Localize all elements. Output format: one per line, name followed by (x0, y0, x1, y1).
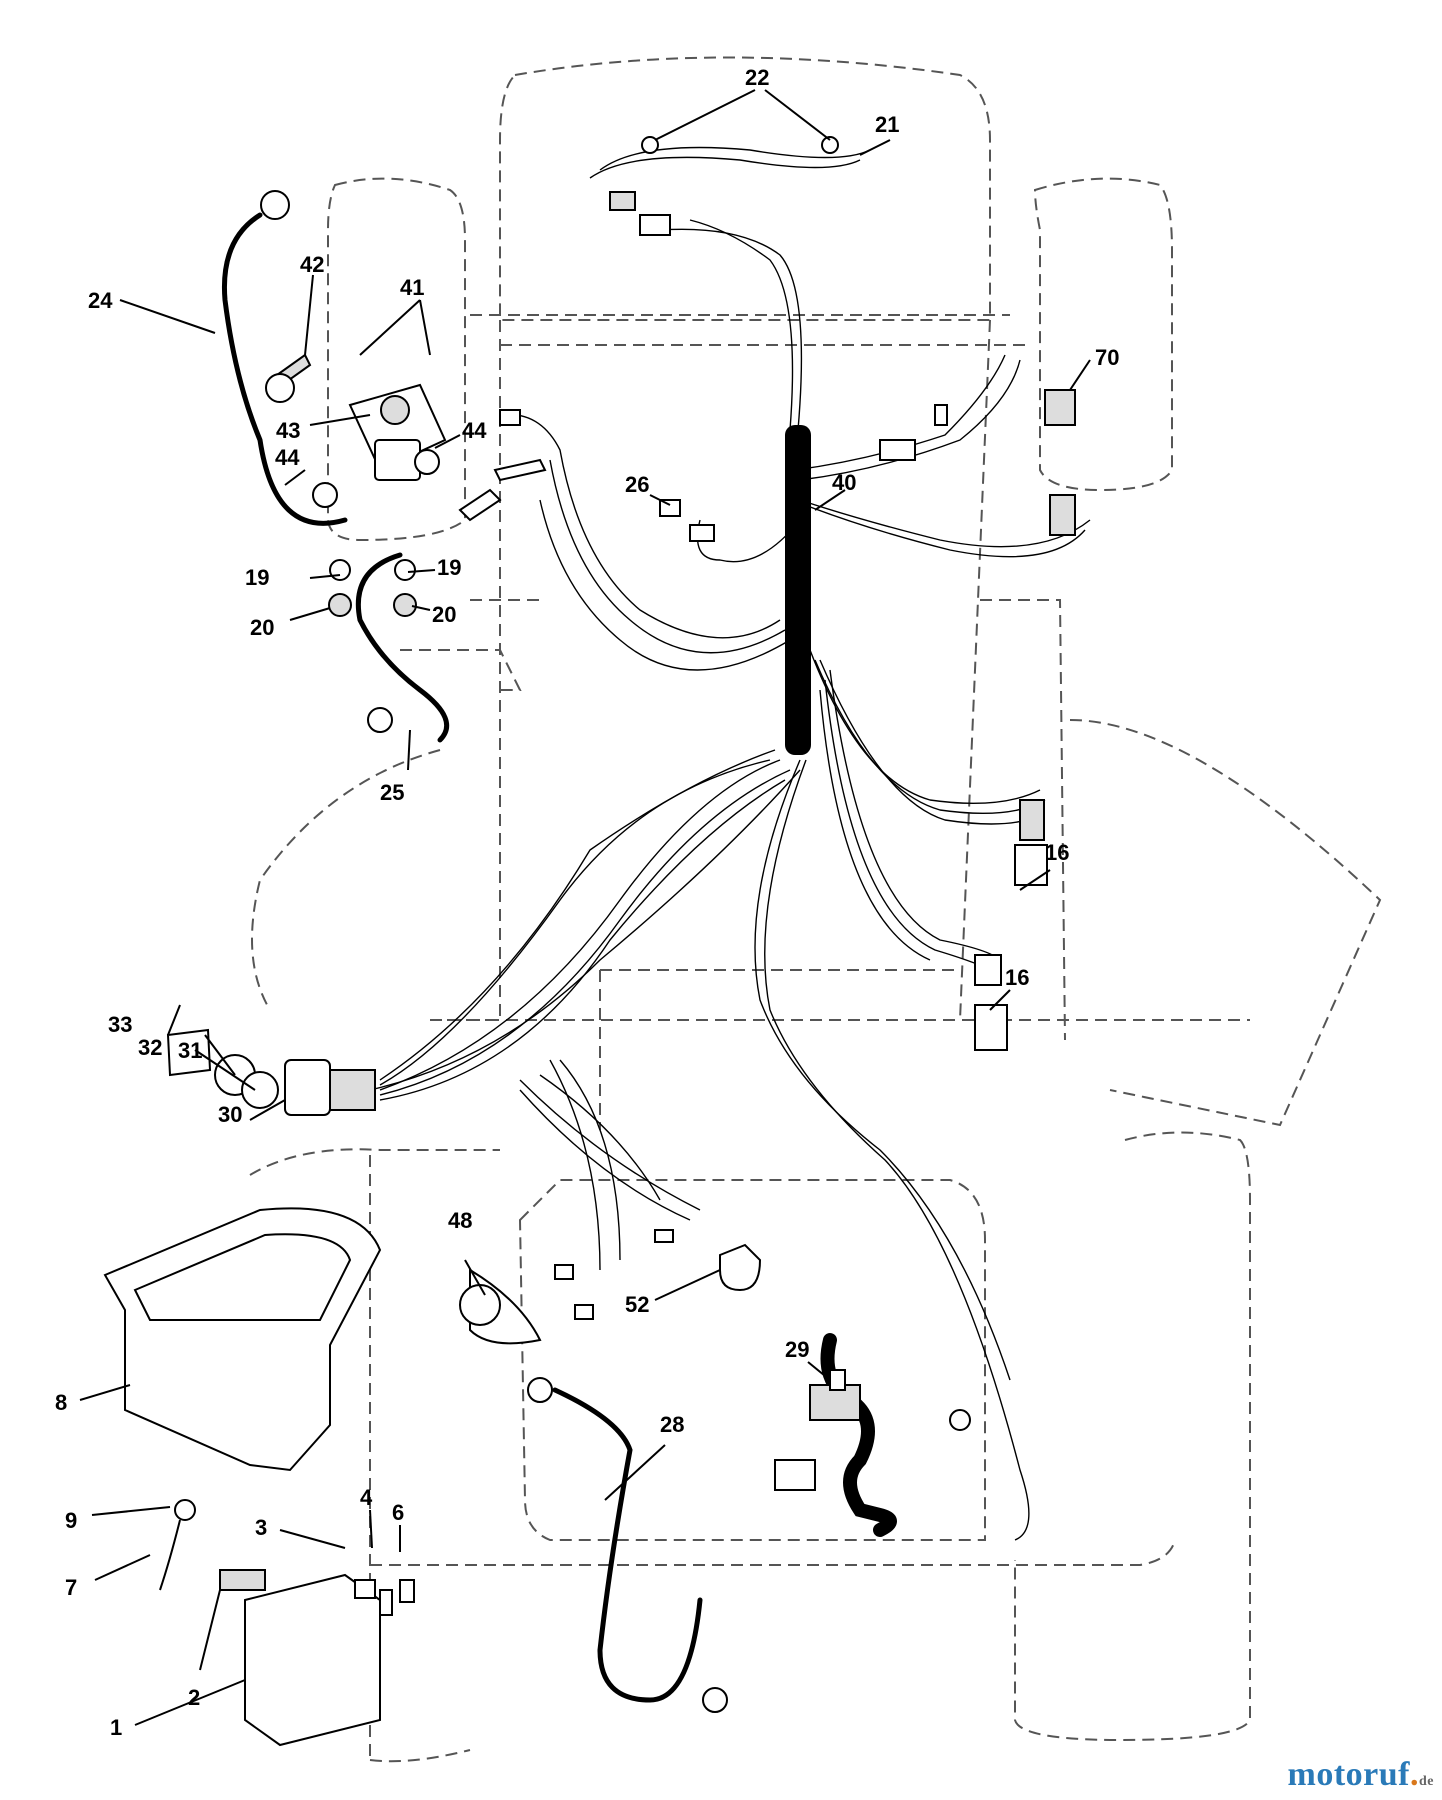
callout-44-left: 44 (275, 445, 300, 470)
parts (103, 136, 1076, 1747)
callout-22: 22 (745, 65, 769, 90)
callout-21: 21 (875, 112, 899, 137)
callout-4: 4 (360, 1485, 373, 1510)
battery-cables (221, 212, 703, 1703)
callout-30: 30 (218, 1102, 242, 1127)
callout-48: 48 (448, 1208, 472, 1233)
watermark-dot: . (1410, 1756, 1419, 1793)
callout-70: 70 (1095, 345, 1119, 370)
machine-outline (249, 56, 1382, 1763)
callout-33: 33 (108, 1012, 132, 1037)
callout-20-right: 20 (432, 602, 456, 627)
harness-conduit (785, 425, 897, 1537)
callout-8: 8 (55, 1390, 67, 1415)
leader-lines (79, 89, 1091, 1726)
callout-28: 28 (660, 1412, 684, 1437)
callout-20-left: 20 (250, 615, 274, 640)
callout-31: 31 (178, 1038, 202, 1063)
callout-43: 43 (276, 418, 300, 443)
callout-52: 52 (625, 1292, 649, 1317)
callout-42: 42 (300, 252, 324, 277)
callout-1: 1 (110, 1715, 122, 1740)
callout-24: 24 (88, 288, 113, 313)
watermark-logo: motoruf.de (1288, 1756, 1434, 1794)
wire-harness (369, 146, 1091, 1541)
callout-2: 2 (188, 1685, 200, 1710)
callout-26: 26 (625, 472, 649, 497)
callout-44-right: 44 (462, 418, 487, 443)
callout-41: 41 (400, 275, 424, 300)
callout-19-left: 19 (245, 565, 269, 590)
callout-7: 7 (65, 1575, 77, 1600)
callout-9: 9 (65, 1508, 77, 1533)
callout-3: 3 (255, 1515, 267, 1540)
callout-25: 25 (380, 780, 404, 805)
callout-labels: 1 2 3 4 6 7 8 9 16 16 19 19 20 20 21 22 … (55, 65, 1119, 1740)
watermark-brand: motoruf (1287, 1756, 1410, 1793)
callout-29: 29 (785, 1337, 809, 1362)
callout-40: 40 (832, 470, 856, 495)
callout-16-upper: 16 (1045, 840, 1069, 865)
callout-6: 6 (392, 1500, 404, 1525)
callout-32: 32 (138, 1035, 162, 1060)
callout-16-lower: 16 (1005, 965, 1029, 990)
callout-19-right: 19 (437, 555, 461, 580)
watermark-tld: de (1419, 1774, 1434, 1789)
